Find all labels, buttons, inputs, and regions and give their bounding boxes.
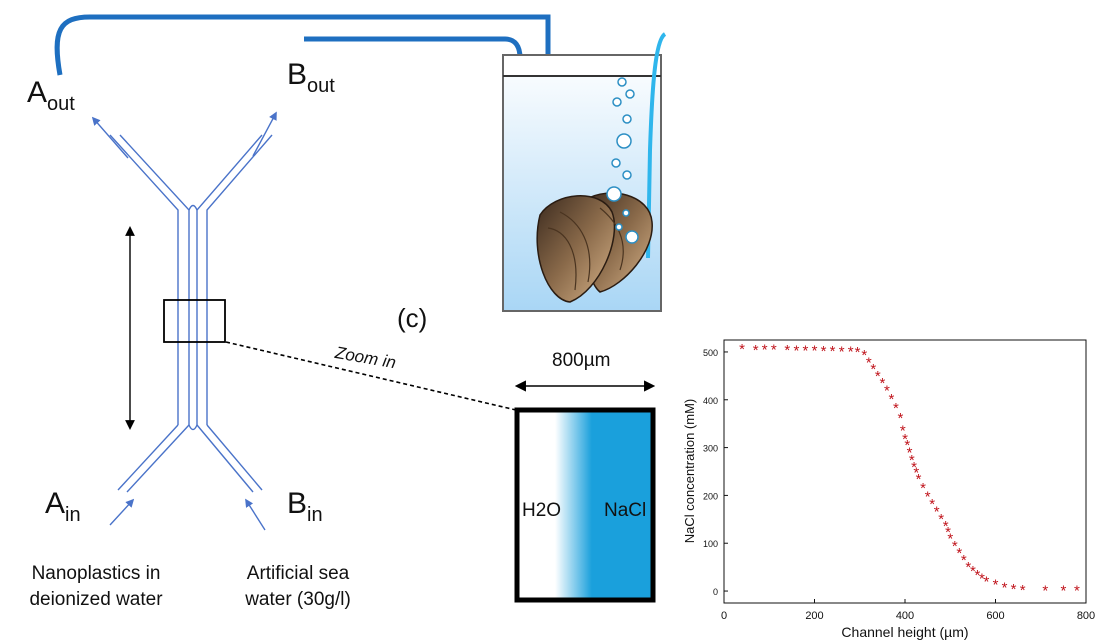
chart-data-point: * — [771, 342, 777, 359]
label-a-in: Ain — [45, 487, 81, 526]
flow-arrow-b-out — [252, 111, 277, 157]
chart-data-point: * — [916, 471, 922, 488]
label-b-in: Bin — [287, 487, 323, 526]
chart-x-tick-label: 800 — [1077, 610, 1095, 622]
tank-air-gap — [504, 56, 660, 75]
chart-y-tick-label: 500 — [703, 348, 718, 358]
chart-y-tick-label: 100 — [703, 539, 718, 549]
chart-data-point: * — [1042, 583, 1048, 600]
caption-a-in: Nanoplastics in deionized water — [29, 563, 163, 610]
chart-x-axis-label: Channel height (µm) — [841, 624, 968, 640]
chart-data-point: * — [979, 571, 985, 588]
tube-b-out — [304, 36, 523, 150]
label-a-out: Aout — [27, 76, 75, 115]
chart-x-tick-label: 400 — [896, 610, 914, 622]
bubbles — [606, 77, 639, 244]
chart-data-point: * — [965, 559, 971, 576]
chart-data-point: * — [870, 361, 876, 378]
chart-data-point: * — [993, 576, 999, 593]
chart-data-point: * — [739, 341, 745, 358]
chart-plot-area — [723, 339, 1087, 604]
zoom-connector — [225, 341, 517, 411]
chart-data-point: * — [848, 344, 854, 361]
chart-x-tick-label: 0 — [721, 610, 727, 622]
chart-data-point: * — [1020, 582, 1026, 599]
chart-x-tick-label: 600 — [986, 610, 1004, 622]
chart-points: ****************************************… — [739, 341, 1080, 599]
flow-arrow-a-out — [91, 116, 129, 159]
chart-y-tick-label: 200 — [703, 491, 718, 501]
chart-data-point: * — [984, 574, 990, 591]
microchannel — [109, 134, 273, 493]
chart-y-tick-label: 0 — [713, 587, 718, 597]
chart-data-point: * — [753, 342, 759, 359]
chart-data-point: * — [861, 347, 867, 364]
chart-y-tick-label: 300 — [703, 444, 718, 454]
panel-label: (c) — [397, 303, 428, 333]
chart-data-point: * — [925, 488, 931, 505]
chart-data-point: * — [821, 343, 827, 360]
channel-width-label: 800µm — [552, 350, 611, 371]
chart-data-point: * — [893, 400, 899, 417]
zoom-region — [163, 299, 226, 343]
chart-data-point: * — [1011, 581, 1017, 598]
chart-data-point: * — [898, 410, 904, 427]
caption-b-in: Artificial sea water (30g/l) — [245, 563, 351, 610]
chart-data-point: * — [907, 444, 913, 461]
chart-data-point: * — [803, 343, 809, 360]
chart-ticks: 0 200 400 600 800 0 100 200 300 400 500 — [703, 348, 1095, 622]
chart-data-point: * — [947, 530, 953, 547]
channel-cross-section — [514, 407, 656, 603]
chart-data-point: * — [909, 452, 915, 469]
chart-data-point: * — [1002, 579, 1008, 596]
flow-arrow-b-in — [245, 498, 266, 531]
chart-data-point: * — [900, 422, 906, 439]
chart-data-point: * — [929, 496, 935, 513]
flow-arrow-a-in — [109, 498, 135, 526]
tube-a-out — [54, 14, 551, 150]
chart-data-point: * — [793, 343, 799, 360]
chart-data-point: * — [855, 344, 861, 361]
chart-y-axis-label: NaCl concentration (mM) — [682, 399, 697, 544]
chart-data-point: * — [934, 504, 940, 521]
chart-data-point: * — [866, 355, 872, 372]
chart-data-point: * — [879, 375, 885, 392]
chart-data-point: * — [1060, 583, 1066, 600]
fluid-right-label: NaCl — [604, 500, 647, 521]
oyster-shell-ridge — [547, 207, 624, 291]
chart-data-point: * — [839, 344, 845, 361]
chart-data-point: * — [762, 342, 768, 359]
chart-data-point: * — [961, 552, 967, 569]
air-supply-tube — [646, 32, 667, 259]
oyster-shell-front — [536, 195, 616, 303]
chart-data-point: * — [889, 391, 895, 408]
chart-data-point: * — [875, 368, 881, 385]
chart-data-point: * — [943, 518, 949, 535]
chart-data-point: * — [1074, 583, 1080, 600]
chart-data-point: * — [784, 342, 790, 359]
chart-data-point: * — [938, 511, 944, 528]
chart-data-point: * — [884, 383, 890, 400]
chart-data-point: * — [920, 480, 926, 497]
fluid-left-label: H2O — [522, 500, 562, 521]
chart-data-point: * — [952, 538, 958, 555]
chart-y-tick-label: 400 — [703, 396, 718, 406]
chart-data-point: * — [812, 343, 818, 360]
chart-data-point: * — [945, 524, 951, 541]
chart-data-point: * — [904, 437, 910, 454]
chart-data-point: * — [902, 431, 908, 448]
chart-data-point: * — [830, 343, 836, 360]
chart-x-tick-label: 200 — [805, 610, 823, 622]
chart-data-point: * — [913, 465, 919, 482]
chart-data-point: * — [974, 567, 980, 584]
label-b-out: Bout — [287, 58, 335, 97]
chart-data-point: * — [956, 545, 962, 562]
chart-data-point: * — [911, 459, 917, 476]
chart-data-point: * — [970, 563, 976, 580]
